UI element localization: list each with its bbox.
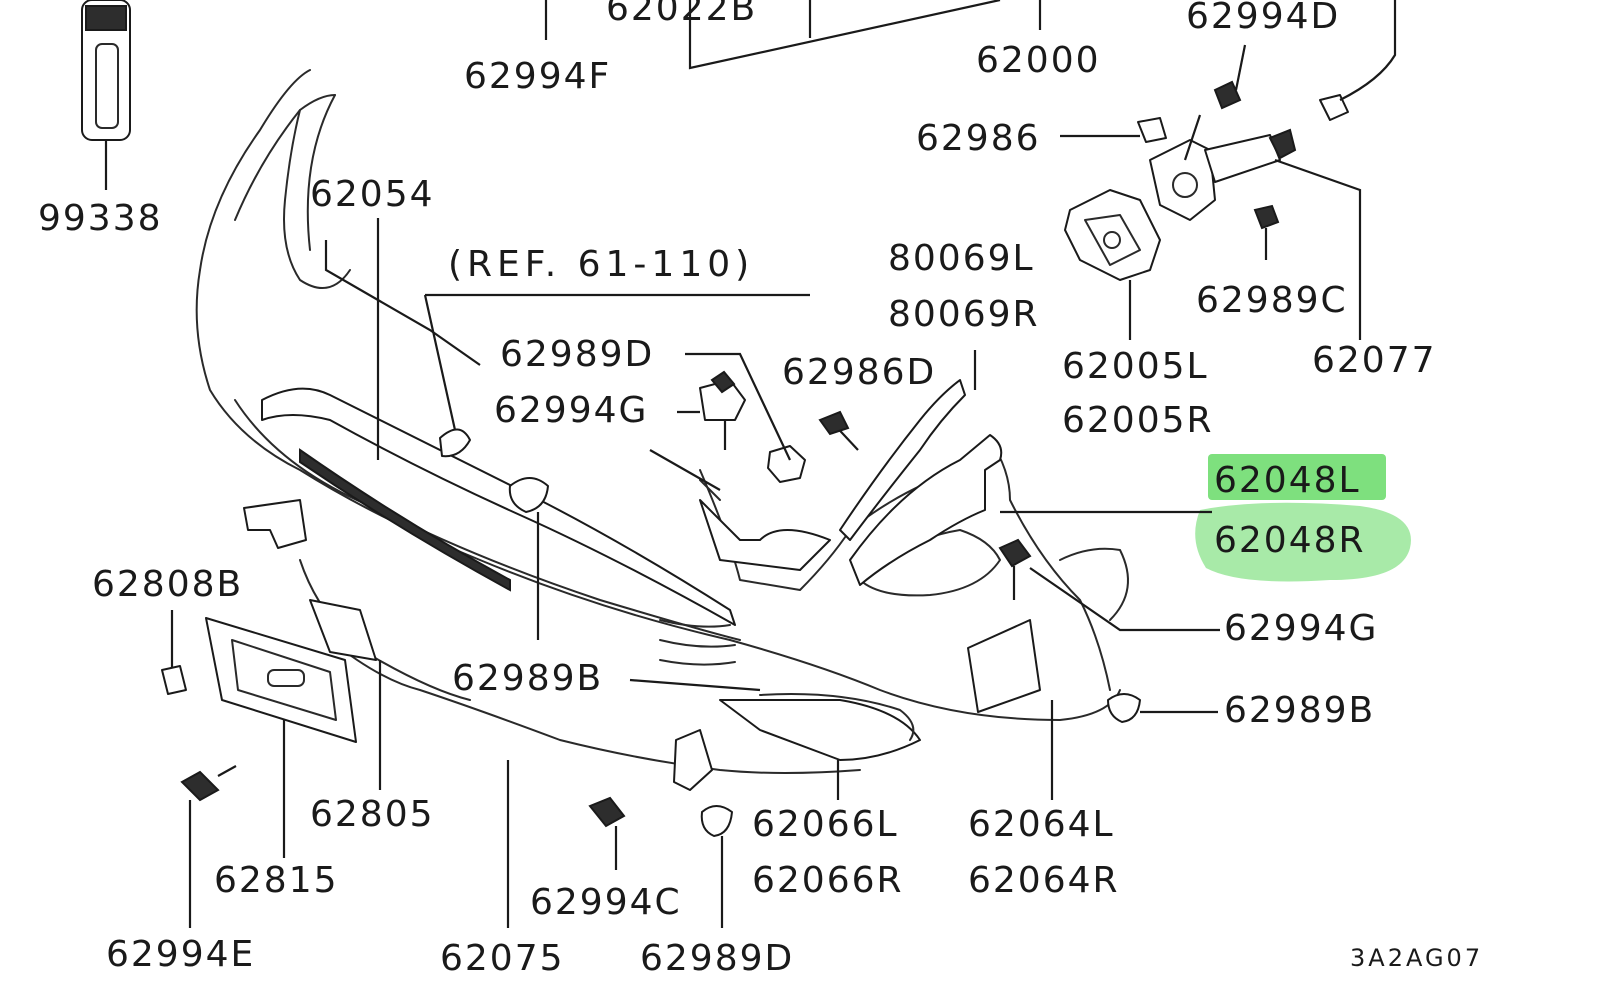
- part-62989b-right-drawing: [1107, 693, 1141, 723]
- label-62989b-right: 62989B: [1224, 690, 1375, 731]
- label-62994c: 62994C: [530, 882, 682, 923]
- bumper-cover-drawing: [195, 69, 1129, 774]
- label-62989d-bottom: 62989D: [640, 938, 794, 979]
- part-62077-drawing: [1149, 0, 1397, 340]
- label-62994g-right: 62994G: [1224, 608, 1378, 649]
- ref-note: (REF. 61-110): [448, 244, 754, 285]
- part-62066-drawing: [673, 729, 713, 791]
- label-62986d: 62986D: [782, 352, 936, 393]
- label-62077: 62077: [1312, 340, 1437, 381]
- part-99338-inner: [95, 43, 119, 129]
- label-62994g-top: 62994G: [494, 390, 648, 431]
- label-62005r: 62005R: [1062, 400, 1214, 441]
- label-62022b: 62022B: [606, 0, 757, 29]
- label-62989c: 62989C: [1196, 280, 1348, 321]
- label-62805: 62805: [310, 794, 435, 835]
- label-62986: 62986: [916, 118, 1041, 159]
- part-62994c-drawing: [588, 796, 626, 828]
- part-80069-drawing: [839, 379, 966, 541]
- label-80069l: 80069L: [888, 238, 1035, 279]
- part-62986-drawing: [1137, 117, 1167, 143]
- label-62064r: 62064R: [968, 860, 1120, 901]
- part-62808b-drawing: [161, 499, 307, 695]
- part-62994e-drawing: [180, 765, 237, 802]
- part-62994g-top-drawing: [699, 370, 746, 450]
- part-62989b-mid-drawing: [508, 477, 549, 513]
- label-62989d-top: 62989D: [500, 334, 654, 375]
- label-62994d: 62994D: [1186, 0, 1340, 37]
- part-62054-clip-drawing: [439, 428, 471, 458]
- part-62989c-drawing: [1253, 204, 1280, 260]
- part-62989d-bottom-drawing: [700, 805, 733, 837]
- label-62048r: 62048R: [1214, 520, 1366, 561]
- part-62815-drawing: [205, 617, 357, 743]
- label-62066l: 62066L: [752, 804, 899, 845]
- label-62808b: 62808B: [92, 564, 243, 605]
- label-99338: 99338: [38, 198, 163, 239]
- highlight-62048r: [1195, 502, 1411, 582]
- label-62066r: 62066R: [752, 860, 904, 901]
- part-labels: 62022B 62994F 62000 62994D 99338 62054 6…: [38, 0, 1483, 979]
- label-62000: 62000: [976, 40, 1101, 81]
- label-62994e: 62994E: [106, 934, 255, 975]
- part-62005-drawing: [1064, 189, 1161, 340]
- label-62075: 62075: [440, 938, 565, 979]
- label-62054: 62054: [310, 174, 435, 215]
- highlight-62048l: [1208, 454, 1386, 500]
- label-62815: 62815: [214, 860, 339, 901]
- label-62994f: 62994F: [464, 56, 611, 97]
- part-62986d-drawing: [818, 410, 859, 451]
- part-62994g-right-drawing: [998, 538, 1032, 600]
- label-62064l: 62064L: [968, 804, 1115, 845]
- part-62805-drawing: [309, 599, 377, 661]
- label-62048l: 62048L: [1214, 460, 1361, 501]
- part-drawings: [81, 0, 1397, 837]
- part-62064-drawing: [967, 619, 1041, 713]
- label-80069r: 80069R: [888, 294, 1040, 335]
- leader-lines: [188, 0, 1220, 928]
- label-62989b-mid: 62989B: [452, 658, 603, 699]
- highlight-62048: [1195, 454, 1411, 582]
- drawing-code: 3A2AG07: [1350, 944, 1483, 972]
- label-62005l: 62005L: [1062, 346, 1209, 387]
- part-62989d-top-drawing: [767, 445, 806, 483]
- part-62994d-drawing: [1183, 44, 1247, 161]
